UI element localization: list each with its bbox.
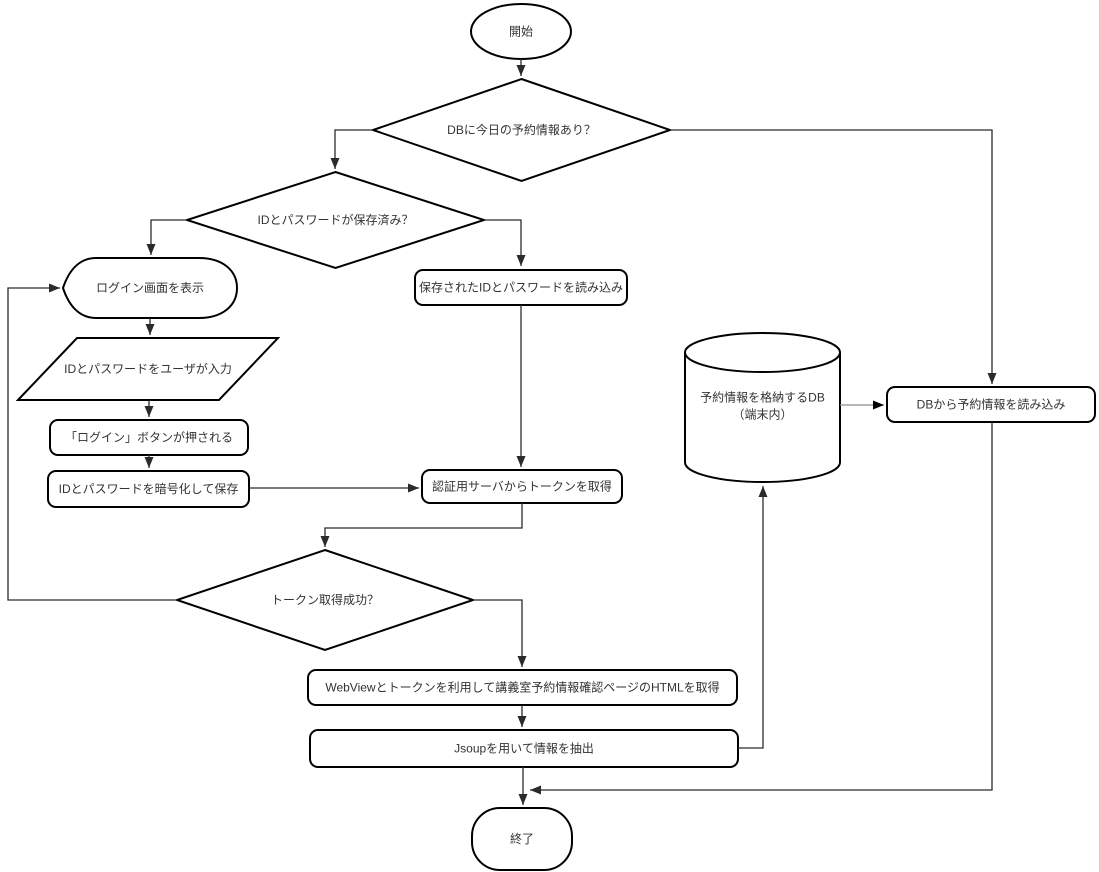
- flow-node-read-db: DBから予約情報を読み込み: [886, 386, 1096, 423]
- flow-node-label-load-saved: 保存されたIDとパスワードを読み込み: [419, 280, 623, 295]
- flow-node-get-token: 認証用サーバからトークンを取得: [421, 469, 623, 504]
- flow-node-jsoup-extract: Jsoupを用いて情報を抽出: [309, 729, 739, 768]
- flow-node-label-token-ok: トークン取得成功？: [271, 592, 379, 607]
- flow-node-label-login-pressed: 「ログイン」ボタンが押される: [65, 430, 233, 445]
- flow-node-label-check-saved: IDとパスワードが保存済み？: [257, 212, 413, 227]
- flow-node-token-ok: トークン取得成功？: [173, 548, 477, 652]
- flow-edge-token-ok-show-login: [7, 283, 177, 601]
- flow-node-end: 終了: [471, 807, 573, 871]
- flow-edge-read-db-end: [530, 422, 993, 795]
- flow-edge-get-token-token-ok: [320, 503, 523, 547]
- flow-node-webview-html: WebViewとトークンを利用して講義室予約情報確認ページのHTMLを取得: [307, 669, 738, 706]
- flow-node-label-encrypt-save: IDとパスワードを暗号化して保存: [59, 481, 239, 496]
- flow-node-label-reservation-db: 予約情報を格納するDB（端末内）: [700, 390, 825, 422]
- flow-node-label-webview-html: WebViewとトークンを利用して講義室予約情報確認ページのHTMLを取得: [325, 680, 719, 695]
- flow-node-label-get-token: 認証用サーバからトークンを取得: [432, 479, 612, 494]
- flow-node-user-input: IDとパスワードをユーザが入力: [15, 337, 281, 401]
- flow-edge-check-saved-show-login: [146, 219, 187, 255]
- flow-node-load-saved: 保存されたIDとパスワードを読み込み: [414, 269, 628, 306]
- flow-node-encrypt-save: IDとパスワードを暗号化して保存: [47, 470, 250, 508]
- flow-node-label-show-login: ログイン画面を表示: [96, 281, 204, 295]
- flow-node-label-start: 開始: [509, 25, 533, 39]
- flow-node-label-end: 終了: [510, 831, 534, 846]
- flow-node-login-pressed: 「ログイン」ボタンが押される: [49, 419, 249, 456]
- flow-edge-token-ok-webview-html: [473, 599, 527, 667]
- flow-node-label-check-db: DBに今日の予約情報あり？: [447, 122, 596, 137]
- flow-edge-jsoup-extract-reservation-db: [738, 486, 768, 749]
- flow-node-label-jsoup-extract: Jsoupを用いて情報を抽出: [454, 742, 594, 756]
- flow-node-start: 開始: [470, 3, 572, 60]
- flow-node-check-db: DBに今日の予約情報あり？: [369, 77, 674, 183]
- flow-edge-check-saved-load-saved: [484, 219, 526, 266]
- flow-edge-check-db-check-saved: [330, 129, 373, 169]
- flow-node-check-saved: IDとパスワードが保存済み？: [183, 170, 488, 270]
- flow-node-show-login: ログイン画面を表示: [61, 257, 239, 319]
- flow-edge-check-db-read-db: [670, 129, 997, 384]
- flow-node-label-read-db: DBから予約情報を読み込み: [917, 397, 1066, 412]
- flow-node-label-user-input: IDとパスワードをユーザが入力: [64, 361, 232, 376]
- flow-node-reservation-db: 予約情報を格納するDB（端末内）: [684, 332, 841, 483]
